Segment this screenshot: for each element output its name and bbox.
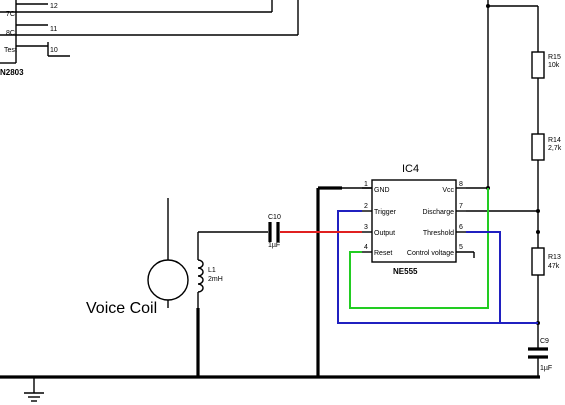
ic4-pin-3-label: Output xyxy=(374,230,395,237)
net-reset-vcc xyxy=(349,188,489,309)
r13-name: R13 xyxy=(548,254,561,261)
voice-coil-circle xyxy=(147,259,189,301)
ic4-pin-2-label: Trigger xyxy=(374,209,397,216)
ic-top-pin-10-num: 10 xyxy=(50,47,58,54)
ic4-pin-3-num: 3 xyxy=(364,224,368,231)
ic4-name: IC4 xyxy=(402,163,419,175)
ground-bus xyxy=(0,375,540,402)
ic-top-left: 12 7C 11 8C 10 Test N2803 xyxy=(0,0,299,77)
c9-name: C9 xyxy=(540,338,549,345)
ic4-pin-8-label: Vcc xyxy=(442,187,454,194)
ic4-pin-4-label: Reset xyxy=(374,250,392,257)
ic-top-pin-12-num: 12 xyxy=(50,3,58,10)
ic4-pin-7-num: 7 xyxy=(459,203,463,210)
ic4-pin-7-label: Discharge xyxy=(422,209,454,216)
ic4-pin-5-label: Control voltage xyxy=(407,250,454,257)
ic4-pin-8-num: 8 xyxy=(459,181,463,188)
c10-value: 1µF xyxy=(268,242,280,249)
ic4-ne555: IC4 NE555 1 GND 2 Trigger 3 Output 4 Res… xyxy=(362,163,474,276)
resistor-r13 xyxy=(531,247,545,276)
junction-dot xyxy=(536,230,540,234)
voice-coil-label: Voice Coil xyxy=(86,300,157,317)
l1-value: 2mH xyxy=(208,276,223,283)
ic4-pin-5-num: 5 xyxy=(459,244,463,251)
ic-top-pin-12-label: 7C xyxy=(6,11,15,18)
r15-value: 10k xyxy=(548,62,560,69)
ic4-pin-1-label: GND xyxy=(374,187,390,194)
ic4-pin-1-num: 1 xyxy=(364,181,368,188)
ic-top-pin-10-label: Test xyxy=(4,47,17,54)
r14-name: R14 xyxy=(548,137,561,144)
ic4-part-number: NE555 xyxy=(393,267,418,276)
c10-name: C10 xyxy=(268,214,281,221)
net-threshold xyxy=(466,231,501,323)
ic-top-pin-11-num: 11 xyxy=(50,26,57,33)
ic-top-part-number: N2803 xyxy=(0,68,24,77)
ic4-pin-2-num: 2 xyxy=(364,203,368,210)
r15-name: R15 xyxy=(548,54,561,61)
r13-value: 47k xyxy=(548,263,560,270)
capacitor-c10: C10 1µF xyxy=(198,214,281,249)
ic4-pin-4-num: 4 xyxy=(364,244,368,251)
voice-coil: Voice Coil xyxy=(86,198,189,317)
right-rail: R15 10k R14 2,7k R13 47k C9 1µF xyxy=(486,0,562,376)
ic4-pin-6-num: 6 xyxy=(459,224,463,231)
ic4-body xyxy=(371,179,457,263)
ic-top-pin-11-label: 8C xyxy=(6,30,15,37)
resistor-r14 xyxy=(531,133,545,161)
r14-value: 2,7k xyxy=(548,145,562,152)
c9-value: 1µF xyxy=(540,365,552,372)
l1-name: L1 xyxy=(208,267,216,274)
ic4-pin-6-label: Threshold xyxy=(423,230,454,237)
net-trigger-threshold xyxy=(337,210,538,324)
resistor-r15 xyxy=(531,51,545,79)
inductor-l1: L1 2mH xyxy=(196,232,223,377)
